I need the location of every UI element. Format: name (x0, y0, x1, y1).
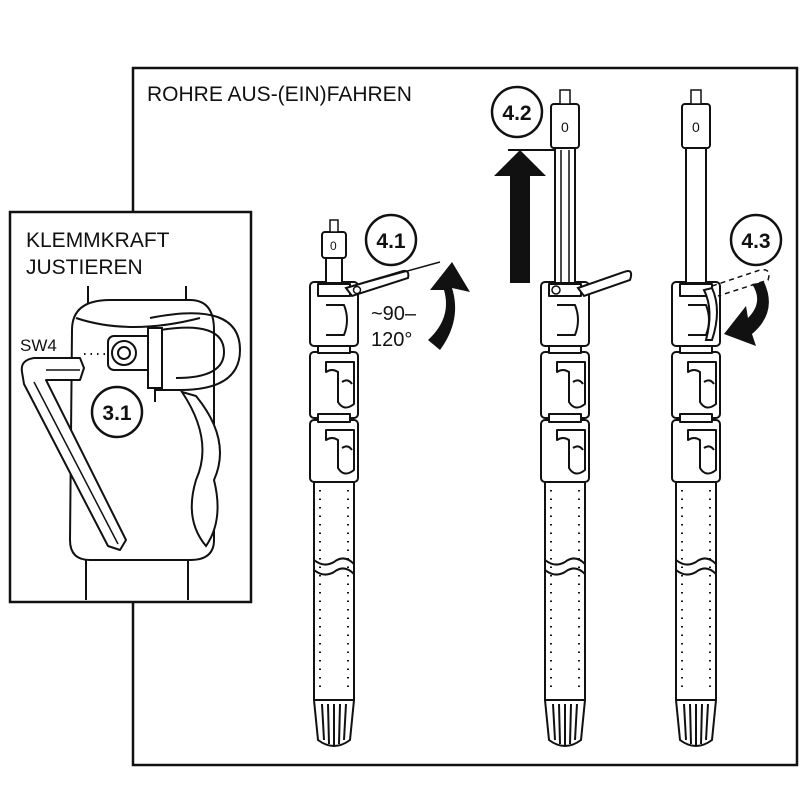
main-panel-title: ROHRE AUS-(EIN)FAHREN (147, 83, 412, 106)
inset-title-line1: KLEMMKRAFT (26, 229, 170, 252)
angle-label-line2: 120° (371, 329, 412, 351)
rotate-arrow-icon (428, 262, 470, 350)
tool-size-label: SW4 (20, 336, 57, 355)
svg-text:0: 0 (692, 119, 700, 135)
step-badge-4-1: 4.1 (364, 213, 418, 267)
svg-text:0: 0 (561, 119, 569, 135)
svg-text:4.2: 4.2 (502, 102, 531, 125)
inset-title-line2: JUSTIEREN (26, 256, 143, 279)
clamp-lever-4-3 (702, 286, 718, 341)
close-lever-arrow-icon (724, 282, 769, 346)
clamp-lever-4-2 (576, 270, 633, 298)
svg-text:0: 0 (330, 239, 337, 253)
pole-step-4-1: 0 (309, 219, 359, 747)
svg-text:3.1: 3.1 (102, 402, 132, 425)
step-badge-4-3: 4.3 (729, 213, 783, 267)
lever-ghost-4-3 (711, 268, 770, 297)
angle-label-line1: ~90– (371, 303, 417, 325)
step-badge-4-2: 4.2 (490, 85, 544, 139)
pull-up-arrow-icon (494, 150, 546, 283)
svg-text:4.1: 4.1 (376, 230, 406, 253)
clamp-lever-4-1 (344, 269, 410, 298)
pole-step-4-3: 0 (671, 89, 721, 747)
pole-step-4-2: 0 (540, 89, 590, 747)
clamp-closeup (68, 286, 242, 600)
hex-key-icon (20, 357, 127, 551)
svg-text:4.3: 4.3 (741, 230, 770, 253)
step-badge-3-1: 3.1 (90, 385, 144, 439)
